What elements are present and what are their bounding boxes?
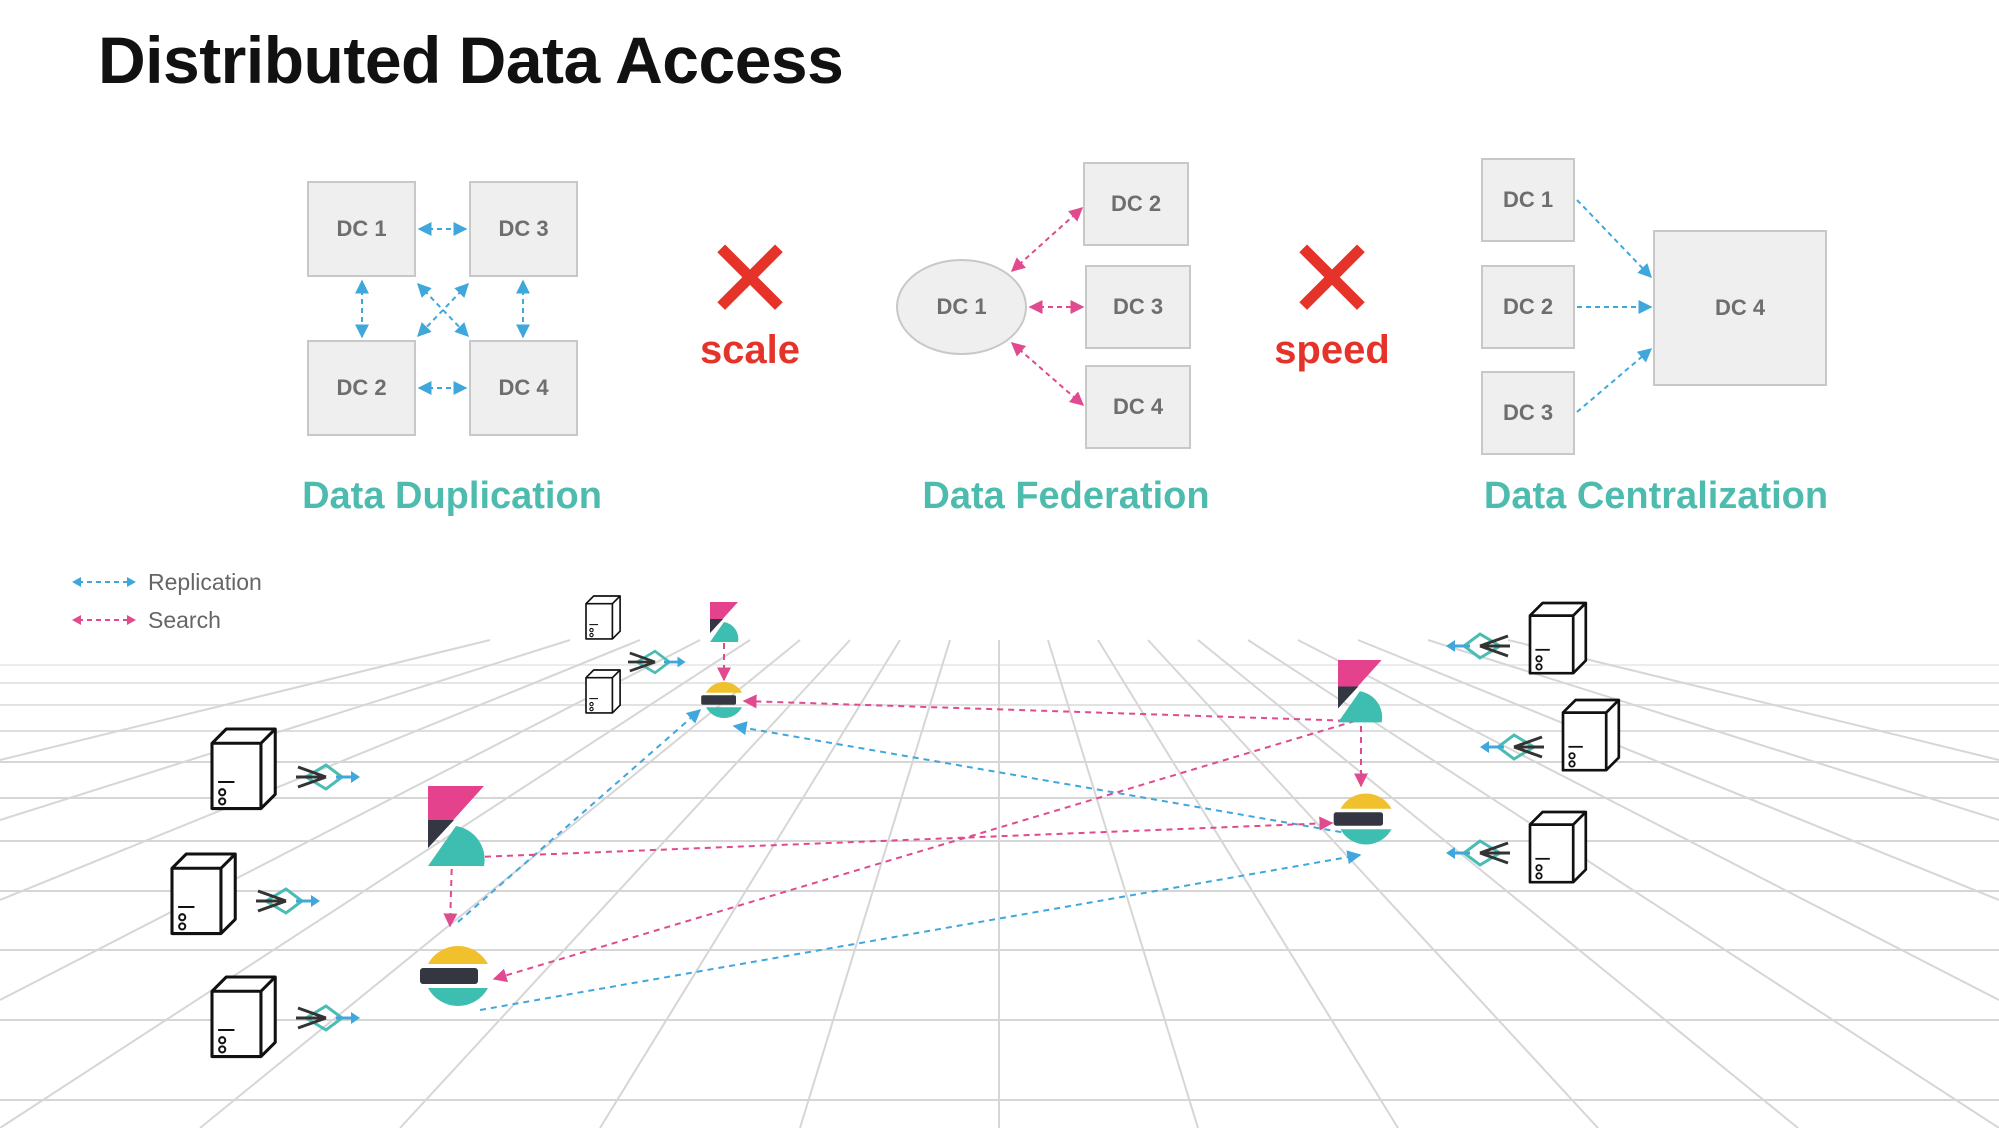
speed-verdict-word: speed bbox=[1274, 328, 1390, 372]
server-icon bbox=[1528, 810, 1588, 884]
dc-node: DC 2 bbox=[307, 340, 416, 436]
search-link bbox=[1010, 207, 1084, 272]
legend: Replication Search bbox=[72, 563, 262, 639]
search-link bbox=[742, 694, 1356, 722]
legend-replication: Replication bbox=[72, 563, 262, 601]
dc-node: DC 1 bbox=[1481, 158, 1575, 242]
search-link bbox=[451, 816, 1334, 859]
dc-node: DC 4 bbox=[1085, 365, 1191, 449]
replication-link bbox=[417, 282, 469, 338]
server-icon bbox=[1561, 698, 1621, 772]
replication-link bbox=[457, 709, 702, 923]
search-link bbox=[492, 720, 1356, 983]
search-link bbox=[443, 857, 458, 928]
dc-central-node: DC 4 bbox=[1653, 230, 1827, 386]
page-title: Distributed Data Access bbox=[98, 23, 844, 97]
dc-node: DC 3 bbox=[1085, 265, 1191, 349]
search-arrow-icon bbox=[72, 615, 136, 625]
search-link bbox=[1010, 342, 1085, 406]
cross-icon: ✕ bbox=[1285, 215, 1379, 345]
cross-icon: ✕ bbox=[703, 215, 797, 345]
legend-search: Search bbox=[72, 601, 262, 639]
kibana-icon bbox=[710, 602, 739, 642]
elasticsearch-icon bbox=[420, 946, 488, 1006]
scale-verdict: ✕ scale bbox=[680, 215, 820, 373]
dc-node: DC 2 bbox=[1083, 162, 1189, 246]
server-icon bbox=[170, 852, 237, 936]
server-icon bbox=[1528, 601, 1588, 675]
dc-node: DC 4 bbox=[469, 340, 578, 436]
data-duplication-label: Data Duplication bbox=[302, 475, 602, 517]
beats-shipper-icon bbox=[254, 887, 322, 915]
dc-node: DC 3 bbox=[469, 181, 578, 277]
beats-shipper-icon bbox=[294, 763, 362, 791]
replication-link bbox=[1576, 348, 1653, 413]
dc-node: DC 2 bbox=[1481, 265, 1575, 349]
data-centralization-label: Data Centralization bbox=[1483, 475, 1829, 517]
beats-shipper-icon bbox=[294, 1004, 362, 1032]
dc-node: DC 1 bbox=[307, 181, 416, 277]
replication-link bbox=[732, 721, 1353, 835]
server-icon bbox=[585, 595, 621, 640]
beats-shipper-icon bbox=[1444, 632, 1512, 660]
legend-search-label: Search bbox=[148, 606, 221, 633]
replication-link bbox=[479, 850, 1362, 1011]
server-icon bbox=[210, 975, 277, 1059]
elasticsearch-icon bbox=[701, 682, 742, 718]
replication-arrow-icon bbox=[72, 577, 136, 587]
legend-replication-label: Replication bbox=[148, 568, 262, 595]
data-federation-label: Data Federation bbox=[922, 475, 1210, 517]
dc-hub-node: DC 1 bbox=[896, 259, 1027, 355]
server-icon bbox=[585, 669, 621, 714]
elasticsearch-icon bbox=[1333, 793, 1392, 845]
speed-verdict: ✕ speed bbox=[1262, 215, 1402, 373]
dc-node: DC 3 bbox=[1481, 371, 1575, 455]
beats-shipper-icon bbox=[1444, 839, 1512, 867]
server-icon bbox=[210, 727, 277, 811]
floor-grid bbox=[0, 639, 1999, 1128]
kibana-icon bbox=[1338, 660, 1383, 723]
scale-verdict-word: scale bbox=[699, 328, 801, 372]
